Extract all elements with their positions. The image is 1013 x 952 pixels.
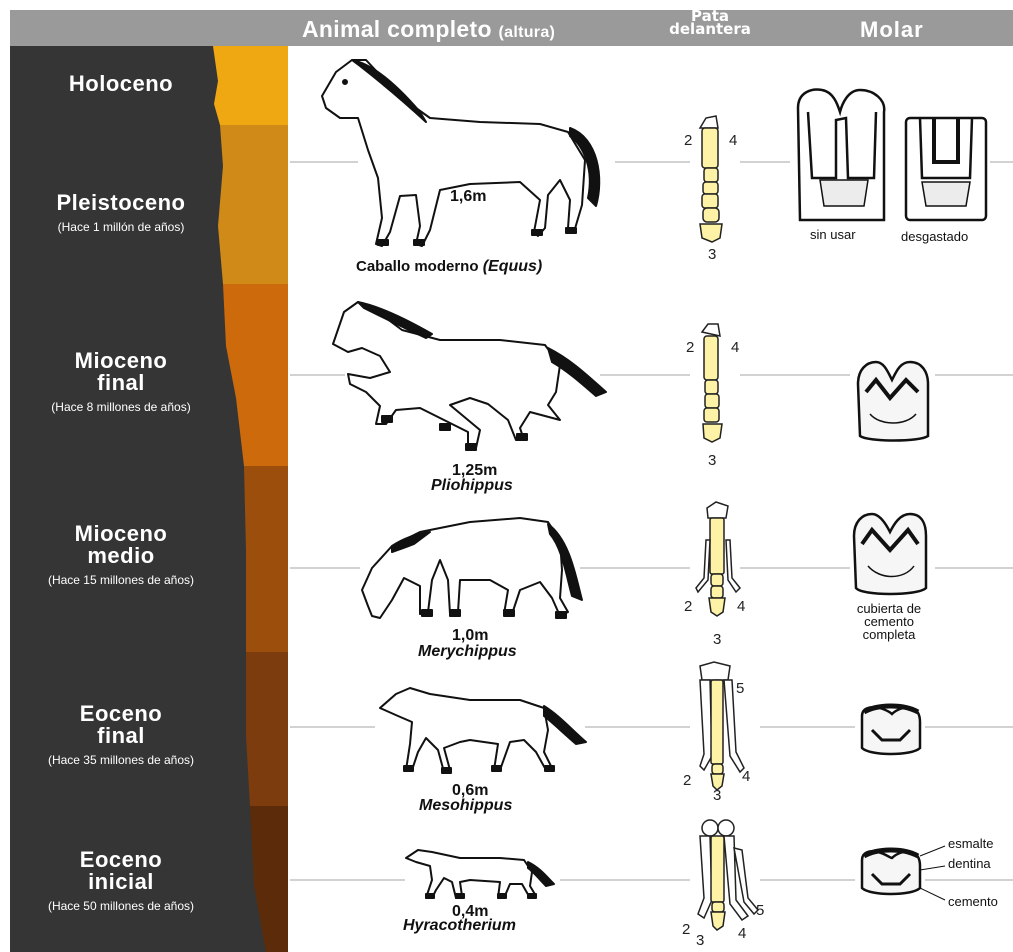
- name-hyracotherium: Hyracotherium: [403, 917, 516, 935]
- toe-4-equus: 4: [729, 132, 737, 149]
- toe-3-merychippus: 3: [713, 631, 721, 648]
- molar-label-dentine: dentina: [948, 856, 991, 871]
- toe-3-pliohippus: 3: [708, 452, 716, 469]
- molar-label-cement: cemento: [948, 894, 998, 909]
- molar-pliohippus: [858, 362, 928, 441]
- toe-3-mesohippus: 3: [713, 787, 721, 804]
- toe-5-hyracotherium: 5: [756, 902, 764, 919]
- molar-merychippus: [854, 514, 926, 594]
- toe-4-merychippus: 4: [737, 598, 745, 615]
- toe-4-pliohippus: 4: [731, 339, 739, 356]
- name-equus: Caballo moderno (Equus): [356, 258, 542, 276]
- foot-pliohippus: [702, 324, 722, 442]
- toe-2-merychippus: 2: [684, 598, 692, 615]
- foot-hyracotherium: [698, 820, 758, 930]
- horse-merychippus: [362, 518, 582, 618]
- foot-merychippus: [696, 502, 740, 616]
- toe-2-mesohippus: 2: [683, 772, 691, 789]
- molar-label-unused: sin usar: [810, 227, 856, 242]
- toe-3-equus: 3: [708, 246, 716, 263]
- horse-equus: [322, 60, 599, 246]
- name-merychippus: Merychippus: [418, 643, 517, 661]
- name-pliohippus: Pliohippus: [431, 477, 513, 495]
- toe-2-equus: 2: [684, 132, 692, 149]
- molar-label-worn: desgastado: [901, 229, 968, 244]
- toe-4-hyracotherium: 4: [738, 925, 746, 942]
- horse-mesohippus: [380, 688, 586, 773]
- molar-label-cement-cover: cubierta decementocompleta: [840, 602, 938, 641]
- horse-pliohippus: [333, 302, 606, 450]
- toe-2-hyracotherium: 2: [682, 921, 690, 938]
- molar-label-enamel: esmalte: [948, 836, 994, 851]
- toe-4-mesohippus: 4: [742, 768, 750, 785]
- horse-hyracotherium: [406, 850, 554, 898]
- molar-mesohippus: [862, 706, 920, 754]
- toe-5-mesohippus: 5: [736, 680, 744, 697]
- name-mesohippus: Mesohippus: [419, 797, 512, 815]
- molar-hyracotherium: [862, 846, 945, 900]
- foot-equus: [700, 116, 722, 242]
- height-equus: 1,6m: [450, 188, 486, 206]
- toe-2-pliohippus: 2: [686, 339, 694, 356]
- molar-worn: [906, 118, 986, 220]
- molar-unused: [798, 90, 884, 220]
- toe-3-hyracotherium: 3: [696, 932, 704, 949]
